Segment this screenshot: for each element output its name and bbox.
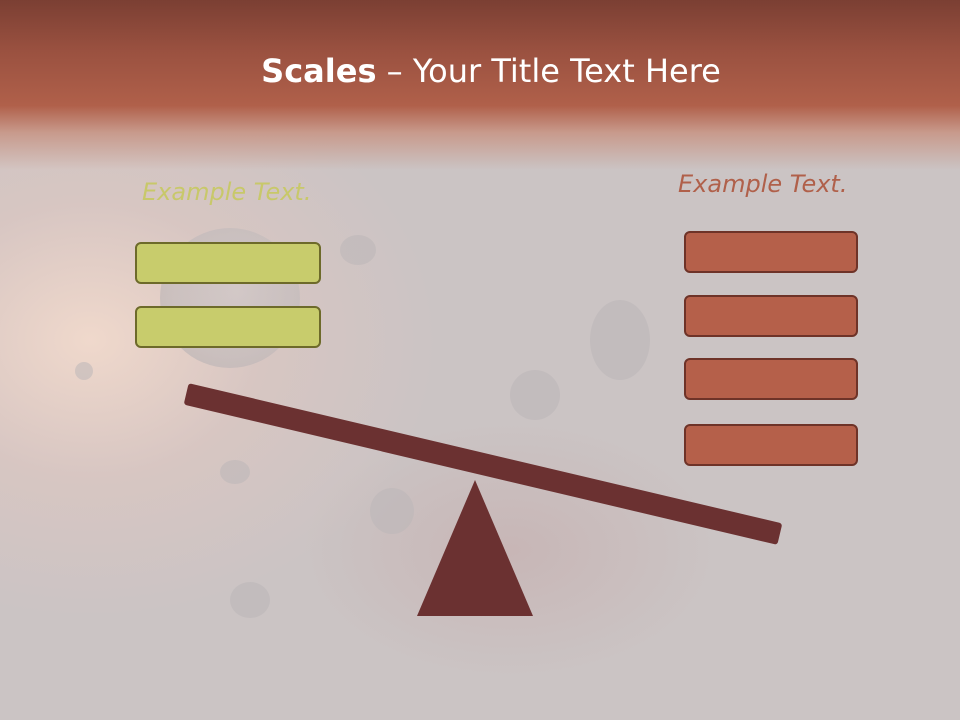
background-asteroid (590, 300, 650, 380)
background-asteroid (230, 582, 270, 618)
background-asteroid (220, 460, 250, 484)
left-weight-box[interactable] (135, 306, 321, 348)
right-weight-box[interactable] (684, 231, 858, 273)
background-asteroid (340, 235, 376, 265)
right-pan-label: Example Text. (678, 170, 848, 198)
right-weight-box[interactable] (684, 358, 858, 400)
left-weight-box[interactable] (135, 242, 321, 284)
title-rest: – Your Title Text Here (376, 52, 721, 90)
title-bold: Scales (261, 52, 377, 90)
left-pan-label: Example Text. (142, 178, 312, 206)
slide-title: Scales – Your Title Text Here (0, 52, 960, 90)
background-asteroid (370, 488, 414, 534)
background-asteroid (75, 362, 93, 380)
right-weight-box[interactable] (684, 295, 858, 337)
right-weight-box[interactable] (684, 424, 858, 466)
scale-fulcrum (417, 480, 533, 616)
title-band (0, 0, 960, 170)
background-asteroid (510, 370, 560, 420)
